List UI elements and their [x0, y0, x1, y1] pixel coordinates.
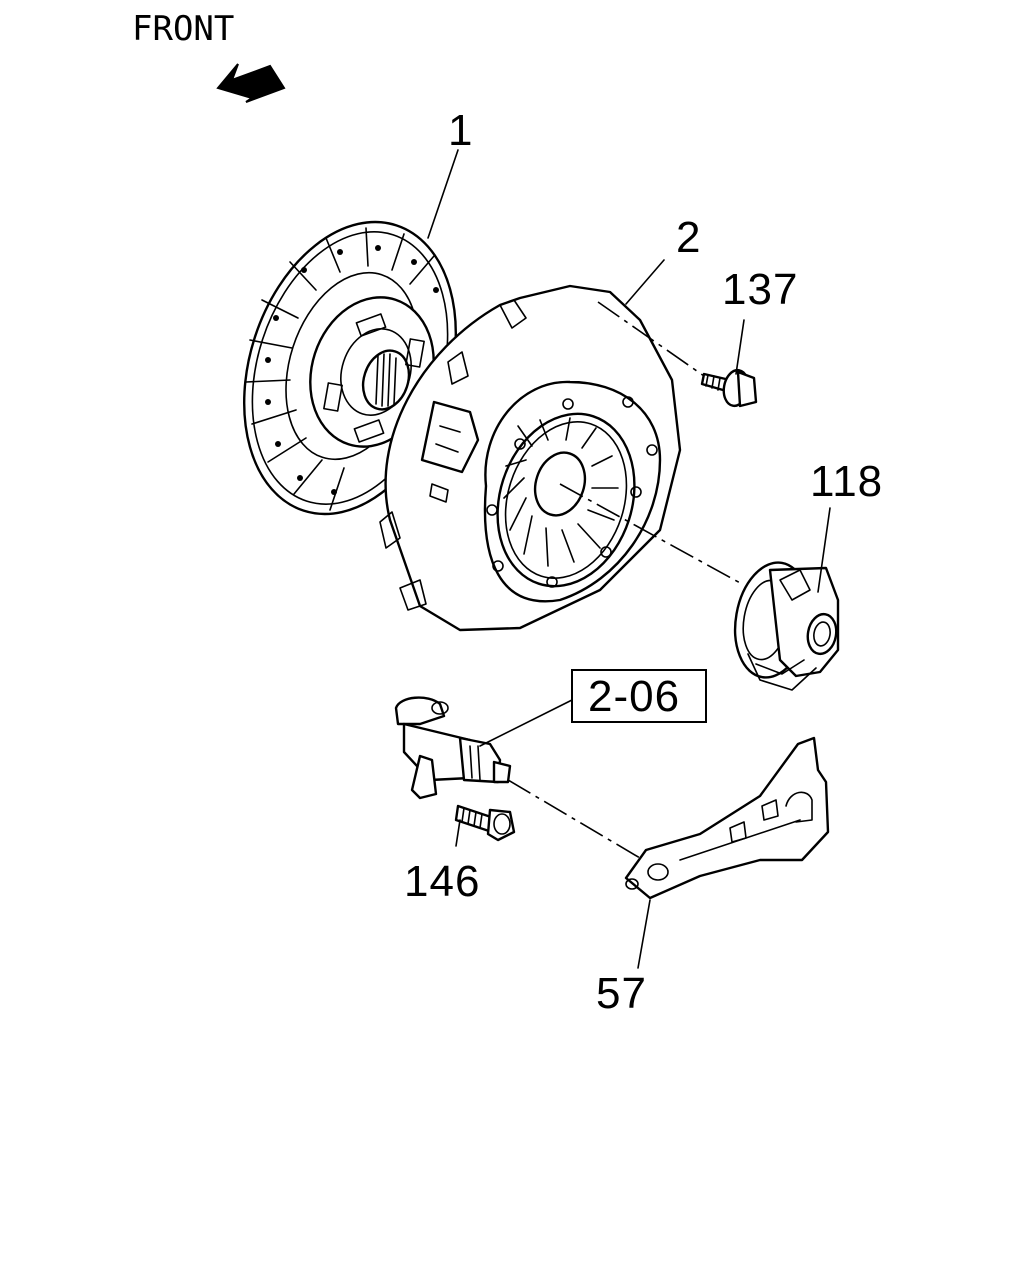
callout-1: 1	[448, 106, 473, 155]
bolt-137	[700, 368, 758, 408]
callout-118: 118	[810, 457, 883, 506]
bolt-146	[454, 804, 516, 842]
leader-lines	[427, 149, 831, 969]
reference-box[interactable]: 2-06	[571, 669, 707, 723]
callout-146: 146	[404, 857, 480, 906]
clutch-disc	[242, 220, 458, 516]
callout-2: 2	[676, 213, 701, 262]
release-bearing-118	[733, 561, 840, 691]
front-arrow-icon	[216, 63, 286, 103]
reference-box-label: 2-06	[588, 672, 680, 721]
front-label: FRONT	[132, 9, 234, 49]
assembly-axis-lines	[507, 301, 743, 859]
slave-cylinder	[394, 696, 512, 800]
callout-57: 57	[596, 969, 647, 1018]
release-fork-57	[624, 736, 830, 900]
callout-137: 137	[722, 265, 798, 314]
pressure-plate	[379, 284, 682, 632]
